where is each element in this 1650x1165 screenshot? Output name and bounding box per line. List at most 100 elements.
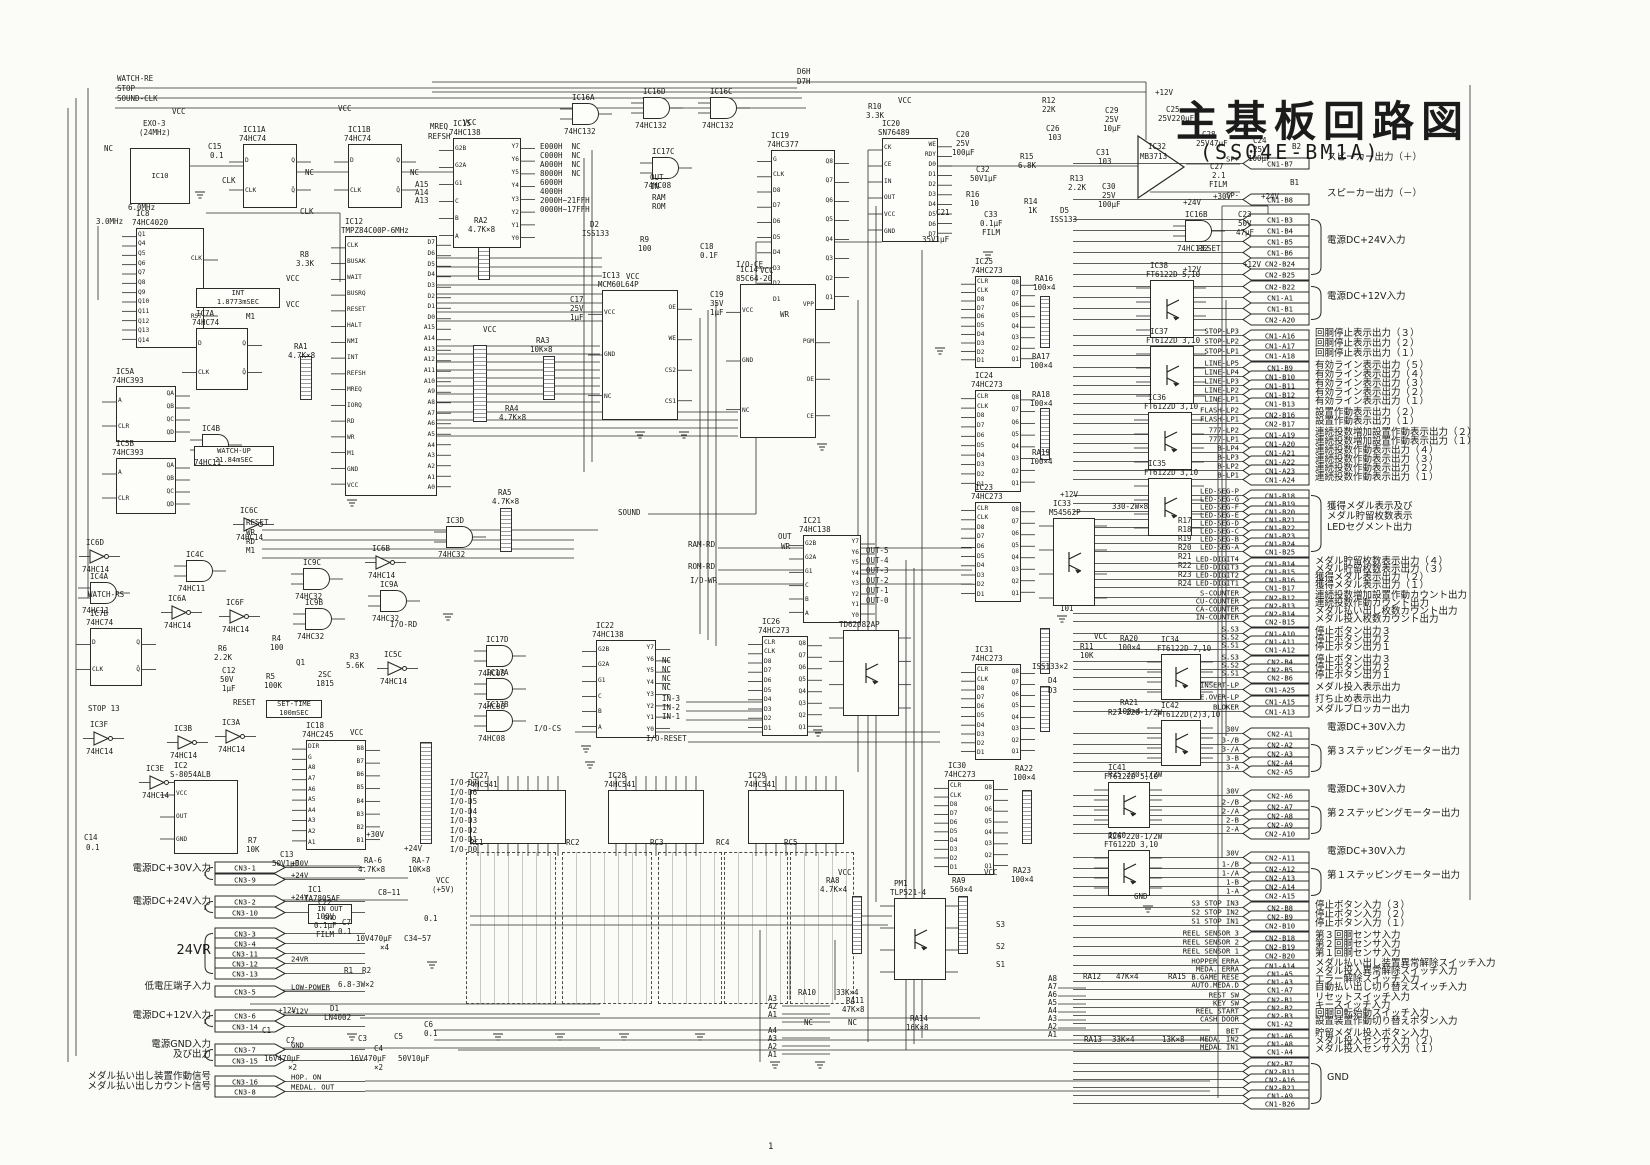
signal-label: LED-SEG-F — [1200, 503, 1239, 512]
component-part: 74HC393 — [112, 376, 144, 385]
component-ref: IC8 — [136, 209, 150, 218]
net-label: CLK — [300, 207, 314, 216]
connector-pin-tag — [214, 927, 287, 940]
gate-part: 74HC14 — [170, 751, 198, 760]
connector-pin-label: CN1-B10 — [1265, 373, 1295, 382]
connector-pin-tag — [214, 967, 287, 980]
connector-pin-label: CN1-A10 — [1265, 630, 1295, 639]
net-label: VCC — [483, 325, 497, 334]
net-label: A2 — [1048, 1022, 1058, 1031]
signal-label: LED-SEG-A — [1200, 543, 1240, 552]
connector-pin-label: CN1-B11 — [1265, 382, 1295, 391]
signal-label: 3-/B — [1222, 736, 1239, 745]
gate-part: 74HC14 — [380, 677, 408, 686]
text-box: IN OUT GND — [308, 904, 352, 924]
net-label: RA8 — [826, 876, 840, 885]
net-label: RA17 — [1032, 352, 1051, 361]
component-ref: IC36 — [1148, 393, 1167, 402]
gate-part: 74HC14 — [368, 571, 396, 580]
connector-desc: 獲得メダル表示出力（１） — [1315, 580, 1430, 591]
net-label: I/O-WR — [690, 576, 718, 585]
component-ref: IC1 — [308, 885, 322, 894]
connector-desc: 回胴停止表示出力（２） — [1315, 338, 1420, 349]
net-label: B2 — [1292, 142, 1302, 151]
component-part: 74HC273 — [971, 654, 1003, 663]
connector-pin-label: CN2-B15 — [1265, 618, 1295, 627]
net-label: 47K×8 — [842, 1005, 865, 1014]
net-label: ISS133 — [1050, 215, 1078, 224]
net-label: 4.7K×4 — [820, 885, 848, 894]
signal-label: HOP. ON — [291, 1073, 321, 1082]
signal-label: LOW-POWER — [291, 983, 331, 992]
group-brace — [1310, 868, 1322, 896]
net-label: 13K×8 — [1162, 1035, 1185, 1044]
component-part: S-8054ALB — [170, 770, 211, 779]
gate-ref: IC3B — [174, 724, 193, 733]
signal-label: S.S1 — [1222, 641, 1239, 650]
inverter-gate — [177, 735, 194, 750]
connector-group-label: 電源DC+30V入力 — [132, 862, 212, 874]
component-ref: IC35 — [1148, 459, 1167, 468]
signal-label: 1-B — [1226, 878, 1239, 887]
signal-label: 30V — [1226, 787, 1240, 796]
net-label: RESET — [1198, 244, 1221, 253]
component-part: 74HC541 — [466, 780, 498, 789]
net-label: C17 — [570, 295, 584, 304]
net-label: 100μF — [1098, 200, 1121, 209]
logic-gate — [643, 97, 670, 119]
component-ref: IC28 — [608, 771, 627, 780]
net-label: RA5 — [498, 488, 512, 497]
net-label: 100×4 — [1118, 707, 1141, 716]
net-label: A7 — [1048, 982, 1058, 991]
net-label: 25V220μF — [1158, 114, 1195, 123]
net-label: 25V — [956, 139, 970, 148]
net-label: OUT-4 — [866, 556, 889, 565]
component-part: TMPZ84C00P-6MHz — [341, 226, 409, 235]
signal-label: FLASH-LP1 — [1200, 415, 1239, 424]
net-label: VCC — [898, 96, 912, 105]
net-label: WR — [780, 310, 790, 319]
connector-group-label: メダル払い出し装置作動信号 — [87, 1070, 211, 1082]
net-label: 100×4 — [1011, 875, 1034, 884]
component-ref: IC15 — [453, 119, 472, 128]
connector-pin-label: CN1-B18 — [1265, 492, 1295, 501]
connector-desc: 停止ボタン出力１ — [1315, 642, 1392, 653]
ic-block — [975, 502, 1021, 602]
net-label: R11 — [1080, 642, 1094, 651]
gate-part: 74HC08 — [478, 669, 506, 678]
connector-desc: 連続投数作動表示出力（４） — [1315, 445, 1439, 456]
component-part: 74HC273 — [971, 380, 1003, 389]
signal-label: 1-A — [1226, 887, 1240, 896]
connector-pin-label: CN2-B10 — [1265, 922, 1295, 931]
net-label: NC — [804, 1018, 814, 1027]
component-part: TLP521-4 — [890, 888, 927, 897]
signal-label: GND — [291, 1041, 304, 1050]
connector-desc: 設置作動表示出力（１） — [1315, 416, 1420, 427]
signal-label: S1 STOP IN1 — [1191, 917, 1239, 926]
connector-desc: メダル払い出し装置異常解除スイッチ入力 — [1315, 958, 1496, 969]
net-label: RA21 — [1120, 698, 1139, 707]
net-label: I/O-D0 — [450, 844, 478, 854]
connector-desc: 有効ライン表示出力（５） — [1315, 360, 1430, 371]
transistor-icon — [1157, 428, 1183, 454]
connector-pin-label: CN1-A22 — [1265, 458, 1295, 467]
net-label: C20 — [956, 130, 970, 139]
connector-pin-label: CN1-A6 — [1267, 1032, 1293, 1041]
page-subtitle: (SS04E-BM1A) — [1200, 140, 1381, 164]
net-label: R25 220-1/2W — [1108, 770, 1163, 779]
connector-desc: 獲得メダル表示出力（２） — [1315, 572, 1430, 583]
signal-label: 30V — [1226, 725, 1240, 734]
gate-part: 74HC132 — [702, 121, 734, 130]
connector-pin-label: CN2-A14 — [1265, 883, 1295, 892]
connector-pin-label: CN1-B19 — [1265, 500, 1295, 509]
connector-pin-label: CN3-6 — [234, 1012, 256, 1021]
connector-desc: 連続投数作動カウント出力 — [1315, 598, 1430, 609]
component-part: TD62082AP — [839, 620, 880, 629]
net-label: 1815 — [316, 679, 335, 688]
net-label: D3 — [1048, 686, 1058, 695]
connector-pin-label: CN1-B26 — [1265, 1100, 1295, 1109]
connector-pin-label: CN2-A7 — [1267, 803, 1293, 812]
